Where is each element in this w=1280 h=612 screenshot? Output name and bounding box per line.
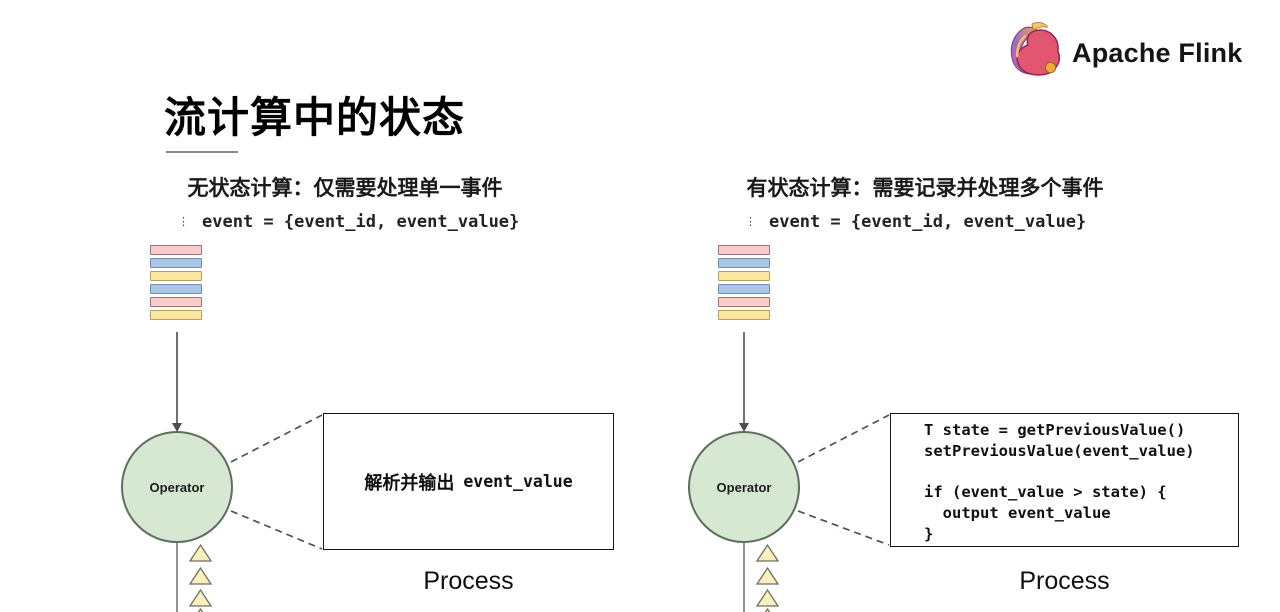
code-line xyxy=(924,462,1238,483)
brand-name: Apache Flink xyxy=(1072,38,1243,68)
event-definition-code: event = {event_id, event_value} xyxy=(769,212,1087,232)
stateless-process-box: 解析并输出 event_value xyxy=(323,413,614,550)
title-underline xyxy=(166,151,238,153)
event-definition-code: event = {event_id, event_value} xyxy=(202,212,520,232)
event-bar-yellow xyxy=(718,271,770,281)
code-line: setPreviousValue(event_value) xyxy=(924,441,1195,460)
event-stack xyxy=(718,245,772,323)
code-line: T state = getPreviousValue() xyxy=(924,421,1186,439)
event-bar-blue xyxy=(150,258,202,268)
event-bar-yellow xyxy=(150,271,202,281)
stateful-process-box: T state = getPreviousValue() setPrevious… xyxy=(890,413,1239,547)
event-bar-yellow xyxy=(150,310,202,320)
event-bar-blue xyxy=(718,284,770,294)
page-title: 流计算中的状态 xyxy=(164,93,466,142)
process-description: 解析并输出 xyxy=(364,472,455,493)
dashed-connector-right-top xyxy=(797,414,890,463)
dashed-connector-left-top xyxy=(230,414,323,463)
output-triangle xyxy=(188,566,213,585)
process-label: Process xyxy=(423,567,514,595)
list-marker-icon: ⋮ xyxy=(178,215,189,228)
arrow-down-icon xyxy=(739,423,749,432)
list-marker-icon: ⋮ xyxy=(745,215,756,228)
event-bar-yellow xyxy=(718,310,770,320)
event-stack xyxy=(150,245,204,323)
output-triangle xyxy=(755,588,780,607)
output-triangle xyxy=(188,588,213,607)
stateless-subtitle: 无状态计算：仅需要处理单一事件 xyxy=(187,177,503,200)
event-bar-blue xyxy=(150,284,202,294)
output-triangle xyxy=(755,543,780,562)
event-bar-pink xyxy=(150,297,202,307)
acorn xyxy=(1044,61,1057,74)
stateful-event-row: ⋮ event = {event_id, event_value} xyxy=(745,209,1086,235)
flink-logo xyxy=(1010,21,1061,76)
operator-label: Operator xyxy=(149,480,205,495)
output-triangle xyxy=(755,566,780,585)
dashed-connector-right-bottom xyxy=(797,510,890,546)
event-bar-pink xyxy=(150,245,202,255)
code-line: output event_value xyxy=(924,504,1111,523)
event-bar-pink xyxy=(718,297,770,307)
arrow-down-icon xyxy=(172,423,182,432)
output-triangle xyxy=(188,543,213,562)
event-bar-pink xyxy=(718,245,770,255)
process-variable: event_value xyxy=(463,472,573,491)
dashed-connector-left-bottom xyxy=(230,510,323,550)
operator-label: Operator xyxy=(716,480,772,495)
tail-stripe xyxy=(1015,34,1027,58)
stateful-subtitle: 有状态计算：需要记录并处理多个事件 xyxy=(746,177,1104,200)
stateless-event-row: ⋮ event = {event_id, event_value} xyxy=(178,209,519,235)
code-line: } xyxy=(924,524,934,543)
process-label: Process xyxy=(1019,567,1110,595)
squirrel-tuft xyxy=(1031,21,1049,32)
code-line: if (event_value > state) { xyxy=(924,483,1167,502)
event-bar-blue xyxy=(718,258,770,268)
